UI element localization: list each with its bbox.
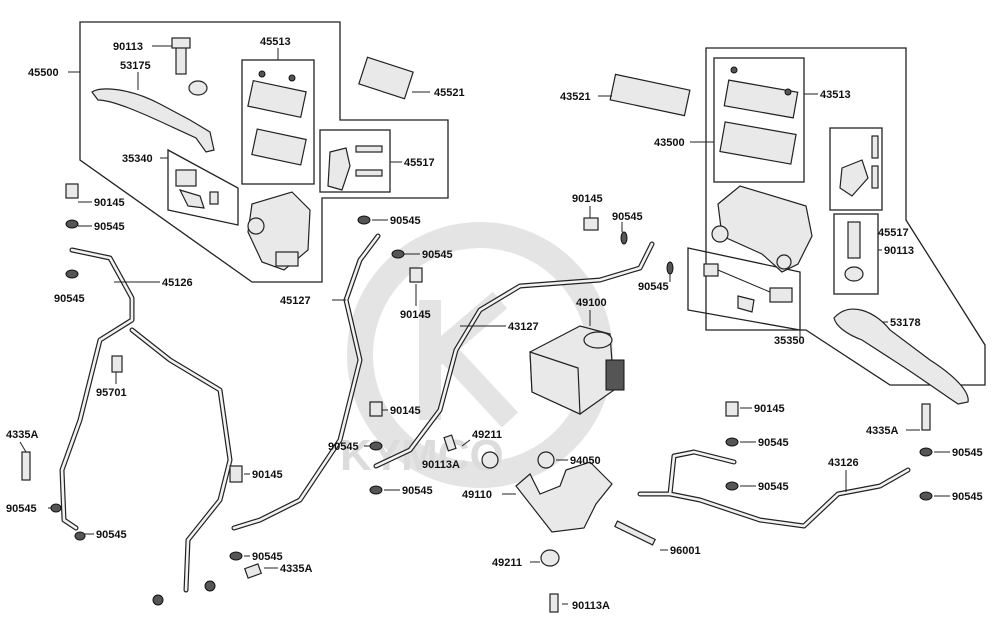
label-90545-n: 90545: [952, 447, 983, 459]
label-4335A-mid: 4335A: [280, 563, 312, 575]
clamp-45517-right: [839, 135, 879, 197]
plate-43521: [609, 73, 691, 117]
clamp-45517-left: [327, 145, 383, 191]
label-96001: 96001: [670, 545, 701, 557]
label-90545-b: 90545: [54, 293, 85, 305]
label-90545-i: 90545: [402, 485, 433, 497]
label-45517-right: 45517: [878, 227, 909, 239]
label-49211-lower: 49211: [492, 557, 522, 569]
label-43127: 43127: [508, 321, 539, 333]
label-53178: 53178: [890, 317, 921, 329]
label-45513: 45513: [260, 36, 291, 48]
left-assembly-frame: [79, 21, 449, 283]
collar-94050: [537, 451, 555, 469]
label-43521: 43521: [560, 91, 591, 103]
label-94050: 94050: [570, 455, 601, 467]
label-45126: 45126: [162, 277, 193, 289]
label-49110: 49110: [462, 489, 492, 501]
bolt-90113A-lower: [549, 593, 559, 613]
leader-lines: [19, 45, 950, 605]
label-45521: 45521: [434, 87, 465, 99]
master-cylinder-left: [247, 191, 311, 271]
grommet-49211-upper: [481, 451, 499, 469]
label-90145-d: 90145: [390, 405, 421, 417]
label-43513: 43513: [820, 89, 851, 101]
label-53175: 53175: [120, 60, 151, 72]
label-90545-d: 90545: [96, 529, 127, 541]
hose-43127: [373, 241, 655, 469]
label-90113A-lower: 90113A: [572, 600, 610, 612]
label-4335A-left: 4335A: [6, 429, 38, 441]
label-49211-upper: 49211: [472, 429, 502, 441]
switch-35340: [175, 169, 219, 209]
label-45500: 45500: [28, 67, 59, 79]
label-90545-f: 90545: [390, 215, 421, 227]
label-43126: 43126: [828, 457, 859, 469]
label-90145-c: 90145: [400, 309, 431, 321]
watermark-text: KYMCO: [340, 431, 504, 480]
label-90145-a: 90145: [94, 197, 125, 209]
plate-45521: [358, 56, 414, 100]
label-90545-l: 90545: [758, 437, 789, 449]
abs-unit-49100: [529, 325, 625, 415]
label-90113-right: 90113: [884, 245, 914, 257]
cover-45513: [247, 70, 307, 166]
frame-45513: [241, 59, 315, 185]
label-90545-m: 90545: [758, 481, 789, 493]
hose-43126: [637, 449, 911, 529]
fittings: [21, 183, 933, 606]
right-assembly-frame: [705, 47, 986, 386]
bolt-90113A-upper: [443, 434, 457, 452]
bolt-90113-right: [844, 221, 864, 282]
label-90545-k: 90545: [638, 281, 669, 293]
frame-90113-right: [833, 213, 879, 295]
label-90545-e: 90545: [252, 551, 283, 563]
label-49100: 49100: [576, 297, 607, 309]
label-43500: 43500: [654, 137, 685, 149]
label-45517-left: 45517: [404, 157, 435, 169]
hose-45127: [231, 233, 381, 531]
label-90145-e: 90145: [572, 193, 603, 205]
frame-45517-left: [319, 129, 391, 193]
label-90545-o: 90545: [952, 491, 983, 503]
hose-45126: [59, 247, 233, 593]
frame-43513: [713, 57, 805, 183]
frame-35340: [167, 148, 239, 226]
bolt-90113-left: [171, 37, 208, 96]
frame-45517-right: [829, 127, 883, 211]
grommet-49211-lower: [540, 549, 560, 567]
label-90545-j: 90545: [612, 211, 643, 223]
label-90145-f: 90145: [754, 403, 785, 415]
label-95701: 95701: [96, 387, 127, 399]
bolt-96001: [614, 520, 656, 546]
cover-43513: [719, 66, 799, 165]
left-brake-lever: [91, 88, 215, 153]
label-90113A-upper: 90113A: [422, 459, 460, 471]
label-90545-a: 90545: [94, 221, 125, 233]
label-90145-b: 90145: [252, 469, 283, 481]
right-brake-lever: [833, 308, 969, 405]
part-labels: 45500 90113 53175 45513 45521 35340 4551…: [6, 36, 983, 612]
bracket-49110: [515, 461, 613, 533]
label-35350: 35350: [774, 335, 805, 347]
label-90545-g: 90545: [422, 249, 453, 261]
master-cylinder-right: [711, 185, 813, 273]
label-35340: 35340: [122, 153, 153, 165]
label-90545-h: 90545: [328, 441, 359, 453]
label-45127: 45127: [280, 295, 311, 307]
label-4335A-right: 4335A: [866, 425, 898, 437]
label-90545-c: 90545: [6, 503, 37, 515]
label-90113-left: 90113: [113, 41, 143, 53]
switch-35350: [703, 263, 793, 313]
